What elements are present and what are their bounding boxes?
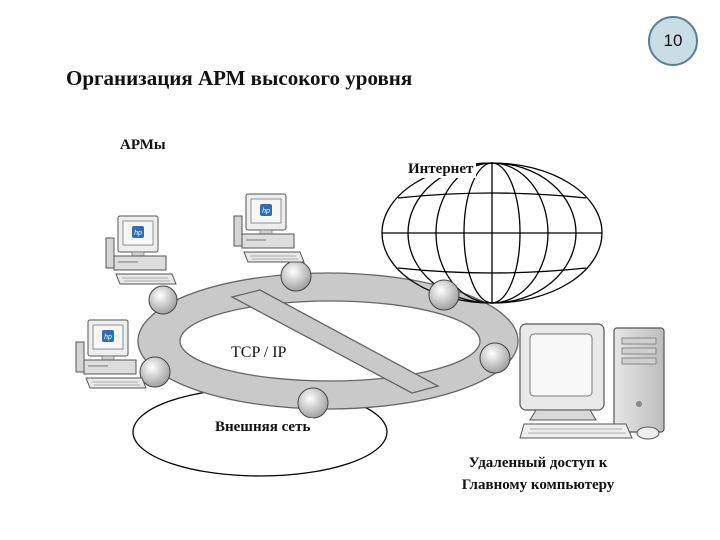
network-node [428,279,460,311]
workstation-computer-icon [105,215,177,285]
ring-diagonal-bar [230,289,440,394]
tcp-ip-label: TCP / IP [228,344,290,362]
network-node [139,356,171,388]
remote-access-line-1: Удаленный доступ к [468,455,608,471]
workstation-computer-icon [75,319,147,389]
network-node [280,260,312,292]
internet-label: Интернет [405,160,477,178]
internet-globe-icon [381,162,603,304]
external-network-label: Внешняя сеть [212,418,314,436]
remote-access-label: Удаленный доступ к Главному компьютеру [418,452,658,496]
slide-number: 10 [663,31,683,50]
slide-number-badge: 10 [648,16,698,66]
network-node [297,387,329,419]
network-node [148,285,178,315]
workstation-computer-icon [233,193,305,263]
network-node [479,342,511,374]
remote-access-line-2: Главному компьютеру [461,477,615,493]
slide-title: Организация АРМ высокого уровня [66,66,413,90]
tower-computer-icon [519,323,665,440]
workstations-label: АРМы [120,137,166,153]
